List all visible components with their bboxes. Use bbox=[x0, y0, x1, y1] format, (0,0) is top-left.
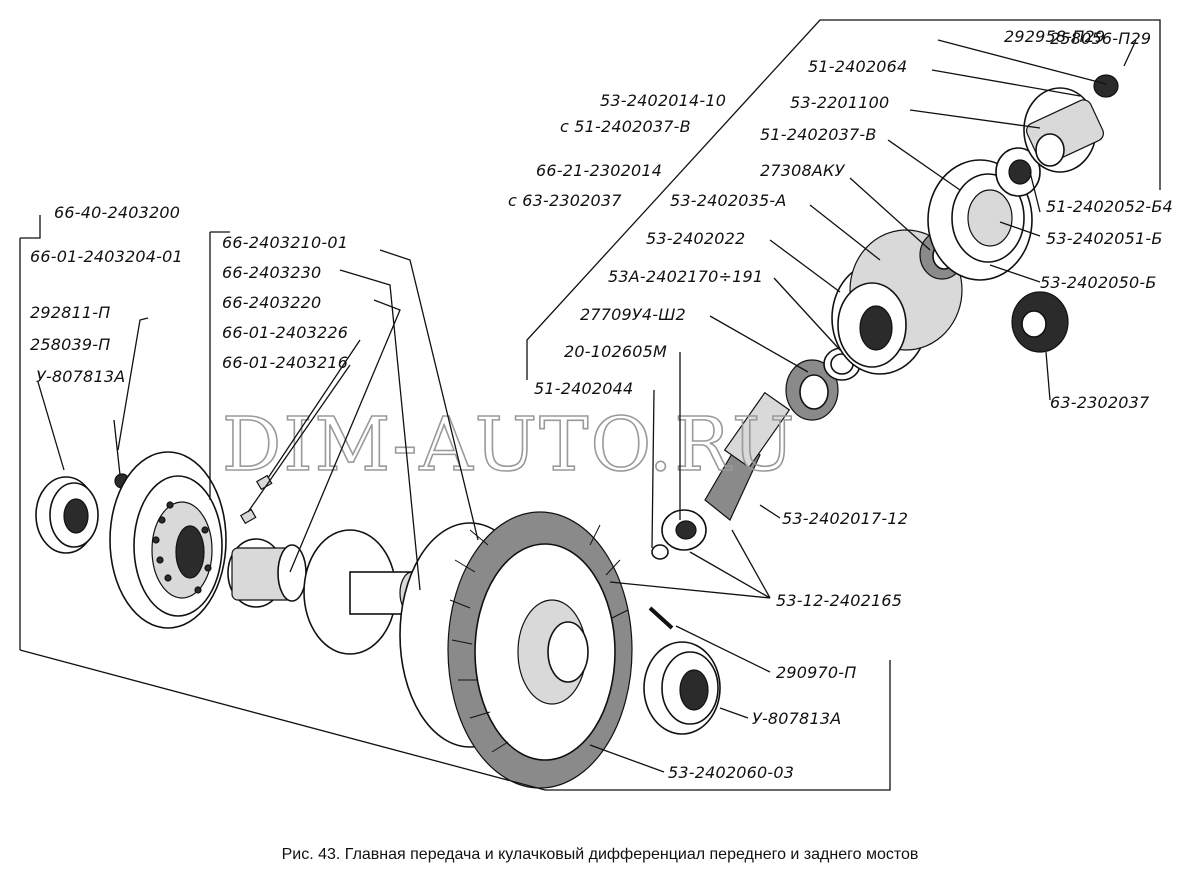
label-51-2402044: 51-2402044 bbox=[534, 379, 633, 398]
bearing-housing bbox=[831, 229, 963, 375]
part-labels: 292958-П29 258056-П29 51-2402064 53-2201… bbox=[30, 27, 1173, 782]
label-53-2201100: 53-2201100 bbox=[790, 93, 889, 112]
label-53-2402051-b: 53-2402051-Б bbox=[1046, 229, 1163, 248]
label-27709u4-sh2: 27709У4-Ш2 bbox=[580, 305, 686, 324]
label-u-807813a-left: У-807813А bbox=[36, 367, 125, 386]
label-51-2402052-b4: 51-2402052-Б4 bbox=[1046, 197, 1173, 216]
pinion-bearing bbox=[785, 359, 839, 421]
pinion-gear bbox=[704, 391, 791, 521]
label-51-2402037-v: 51-2402037-В bbox=[760, 125, 877, 144]
label-53a-2402170-191: 53А-2402170÷191 bbox=[608, 267, 763, 286]
label-53-2402035-a: 53-2402035-А bbox=[670, 191, 787, 210]
label-51-2402064: 51-2402064 bbox=[808, 57, 907, 76]
label-66-01-2403226: 66-01-2403226 bbox=[222, 323, 348, 342]
label-66-01-2403204-01: 66-01-2403204-01 bbox=[30, 247, 183, 266]
label-258039-p: 258039-П bbox=[30, 335, 110, 354]
label-66-21-2302014: 66-21-2302014 bbox=[536, 161, 662, 180]
differential-cup bbox=[109, 451, 227, 629]
label-53-12-2402165: 53-12-2402165 bbox=[776, 591, 902, 610]
cam-ring bbox=[227, 538, 307, 608]
label-53-2402014-10: 53-2402014-10 bbox=[600, 91, 726, 110]
label-20-102605m: 20-102605М bbox=[564, 342, 667, 361]
label-53-2402050-b: 53-2402050-Б bbox=[1040, 273, 1157, 292]
label-66-2403230: 66-2403230 bbox=[222, 263, 321, 282]
leader-lines bbox=[19, 19, 1161, 791]
label-66-2403210-01: 66-2403210-01 bbox=[222, 233, 348, 252]
left-bearing bbox=[35, 476, 99, 554]
label-258056-p29: 258056-П29 bbox=[1050, 29, 1151, 48]
label-292811-p: 292811-П bbox=[30, 303, 110, 322]
label-c-63-2302037: с 63-2302037 bbox=[508, 191, 622, 210]
label-290970-p: 290970-П bbox=[776, 663, 856, 682]
label-27308aku: 27308АКУ bbox=[760, 161, 846, 180]
label-53-2402017-12: 53-2402017-12 bbox=[782, 509, 908, 528]
label-66-01-2403216: 66-01-2403216 bbox=[222, 353, 348, 372]
pinion-bearing-small bbox=[651, 509, 707, 560]
label-u-807813a-right: У-807813А bbox=[752, 709, 841, 728]
figure-caption: Рис. 43. Главная передача и кулачковый д… bbox=[281, 846, 919, 863]
label-53-2402060-03: 53-2402060-03 bbox=[668, 763, 794, 782]
right-bearing bbox=[643, 641, 721, 735]
oil-seal bbox=[995, 147, 1041, 197]
label-292958-p29: 292958-П29 bbox=[1004, 27, 1105, 46]
label-53-2402022: 53-2402022 bbox=[646, 229, 745, 248]
flange-nut bbox=[1093, 39, 1137, 98]
label-c-51-2402037-v: с 51-2402037-В bbox=[560, 117, 691, 136]
watermark: DIM-AUTO.RU bbox=[222, 402, 796, 488]
ring-gear-bolt bbox=[648, 606, 674, 630]
label-66-2403220: 66-2403220 bbox=[222, 293, 321, 312]
label-66-40-2403200: 66-40-2403200 bbox=[54, 203, 180, 222]
shim-63-2302037 bbox=[1011, 291, 1069, 353]
ring-gear bbox=[399, 511, 633, 789]
label-63-2302037: 63-2302037 bbox=[1050, 393, 1150, 412]
flange bbox=[1023, 87, 1104, 173]
